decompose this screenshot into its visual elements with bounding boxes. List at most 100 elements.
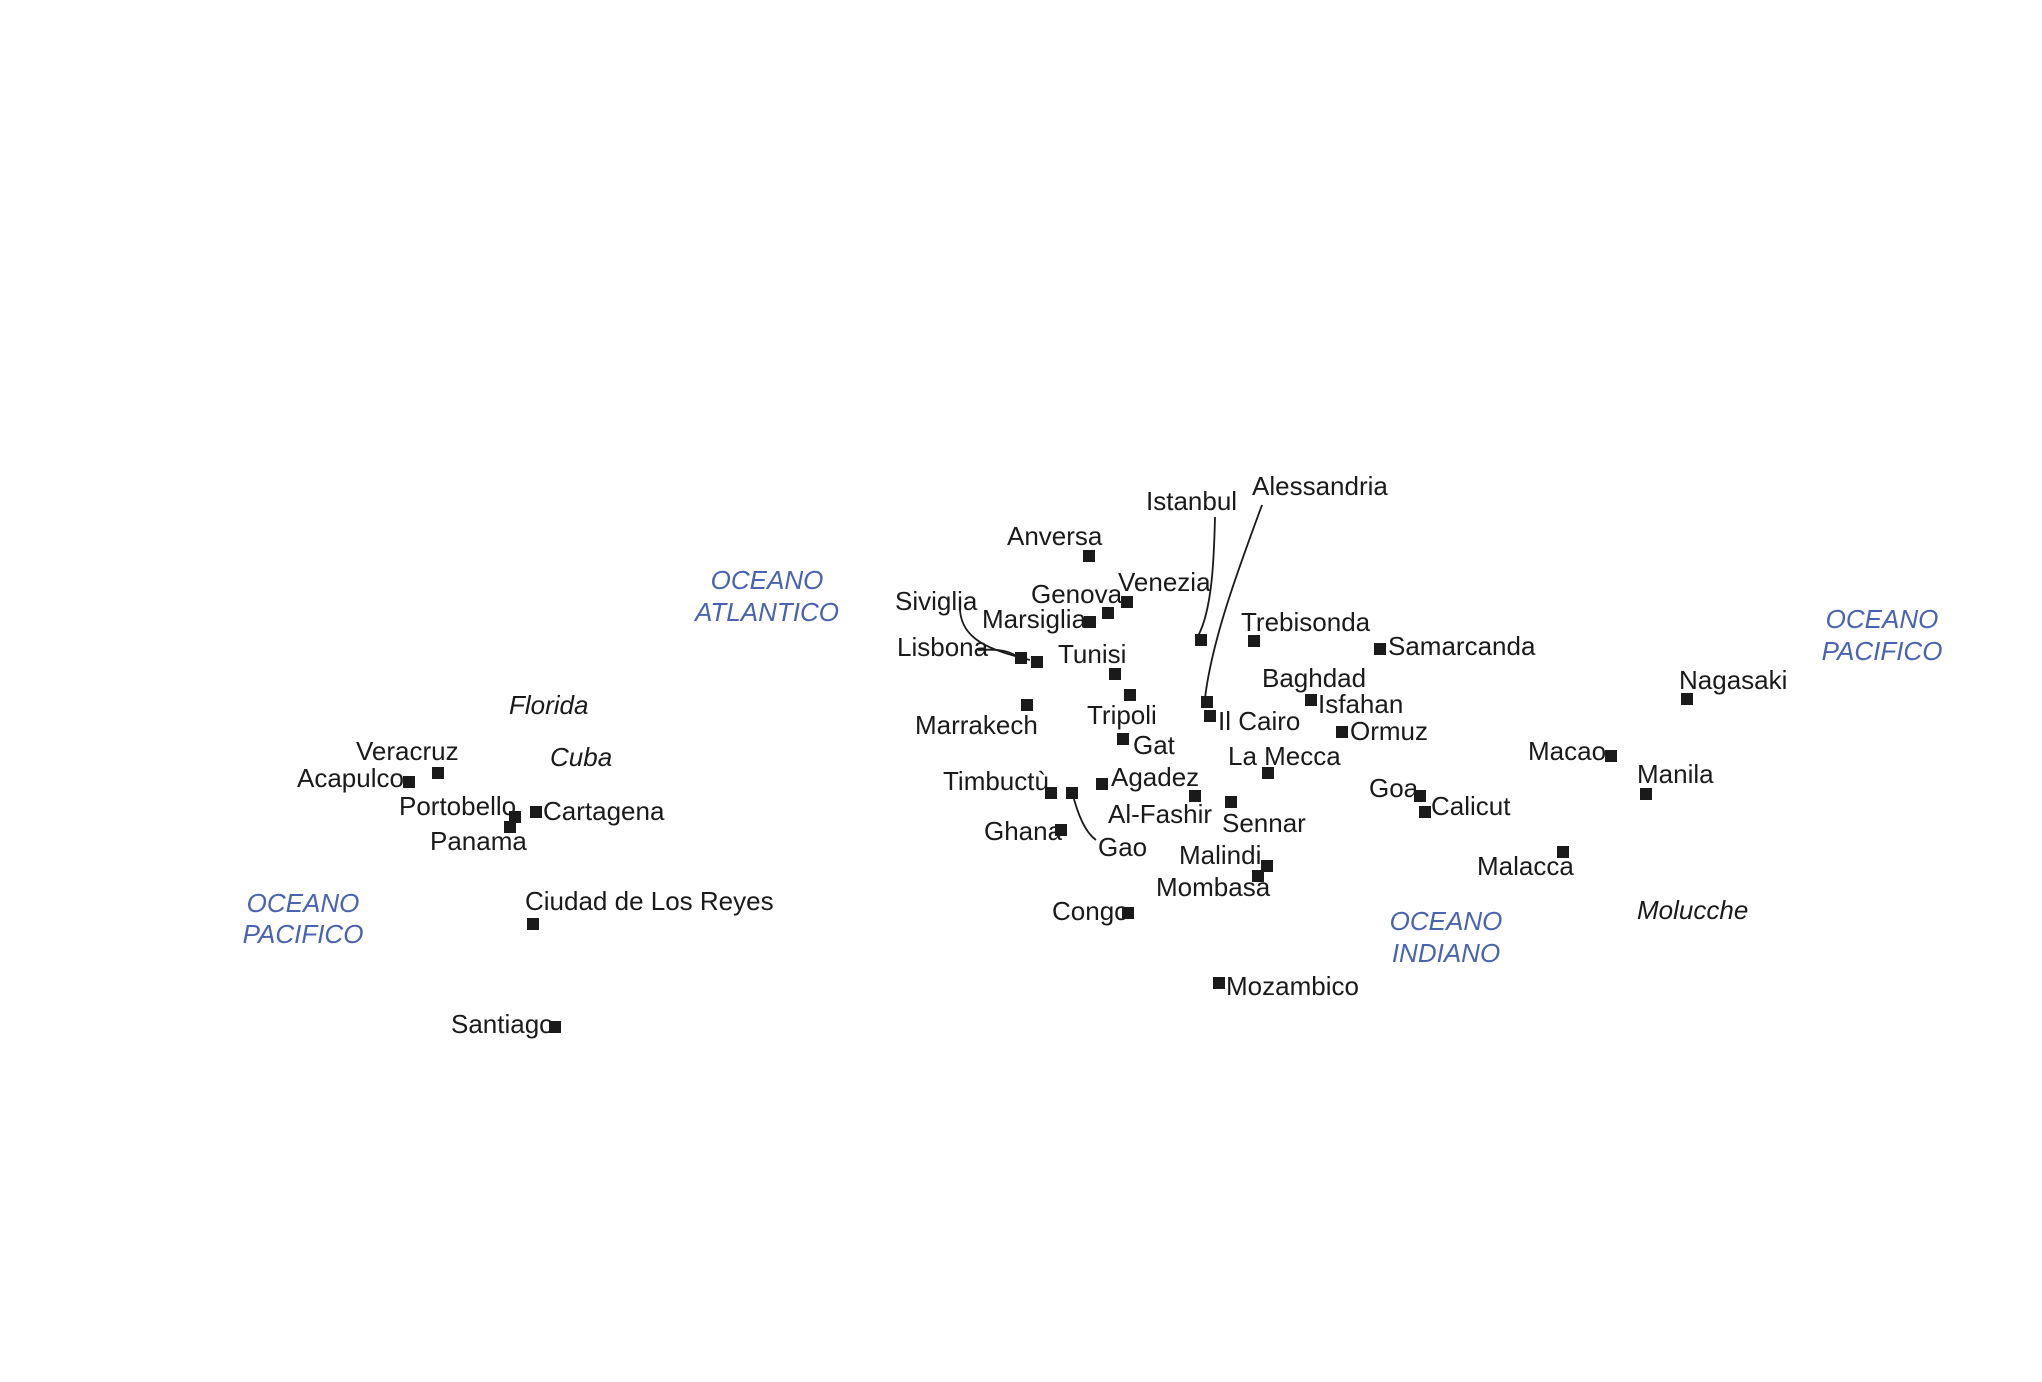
city-label-malindi: Malindi (1179, 840, 1261, 870)
ocean-label-pacifico-east: OCEANO PACIFICO (1822, 604, 1943, 666)
marker-ciudad-de-los-reyes (527, 918, 539, 930)
city-label-timbuctu: Timbuctù (943, 766, 1049, 796)
city-label-portobello: Portobello (399, 791, 516, 821)
leader-line-istanbul (1197, 516, 1216, 637)
city-label-nagasaki: Nagasaki (1679, 665, 1787, 695)
marker-al-fashir (1189, 790, 1201, 802)
marker-santiago (549, 1021, 561, 1033)
marker-marrakech (1021, 699, 1033, 711)
marker-samarcanda (1374, 643, 1386, 655)
marker-tunisi (1109, 668, 1121, 680)
marker-mozambico (1213, 977, 1225, 989)
ocean-label-indiano: OCEANO INDIANO (1390, 906, 1503, 968)
city-label-istanbul: Istanbul (1146, 486, 1237, 516)
marker-siviglia (1031, 656, 1043, 668)
marker-timbuctu (1045, 787, 1057, 799)
marker-ormuz (1336, 726, 1348, 738)
city-label-la-mecca: La Mecca (1228, 741, 1341, 771)
city-label-macao: Macao (1528, 736, 1606, 766)
city-label-santiago: Santiago (451, 1009, 554, 1039)
region-label-florida: Florida (509, 690, 588, 720)
marker-goa (1414, 790, 1426, 802)
ocean-label-indiano-line1: OCEANO (1390, 906, 1503, 936)
marker-cartagena (530, 806, 542, 818)
city-label-baghdad: Baghdad (1262, 663, 1366, 693)
marker-venezia (1121, 596, 1133, 608)
city-label-acapulco: Acapulco (297, 763, 404, 793)
marker-alessandria (1201, 696, 1213, 708)
city-label-panama: Panama (430, 826, 527, 856)
ocean-labels: OCEANO ATLANTICO OCEANO PACIFICO OCEANO … (243, 565, 1943, 968)
city-label-mozambico: Mozambico (1226, 971, 1359, 1001)
leader-line-lisbona (977, 648, 1017, 657)
marker-la-mecca (1262, 767, 1274, 779)
region-label-molucche: Molucche (1637, 895, 1748, 925)
city-label-ghana: Ghana (984, 816, 1063, 846)
marker-lisbona (1015, 652, 1027, 664)
ocean-label-pacifico-west-line1: OCEANO (247, 888, 360, 918)
city-label-marrakech: Marrakech (915, 710, 1038, 740)
marker-ghana (1055, 824, 1067, 836)
city-label-genova: Genova (1031, 579, 1123, 609)
city-label-cartagena: Cartagena (543, 796, 665, 826)
city-label-tripoli: Tripoli (1087, 700, 1157, 730)
marker-marsiglia (1084, 616, 1096, 628)
city-label-ciudad-de-los-reyes: Ciudad de Los Reyes (525, 886, 774, 916)
ocean-label-pacifico-west-line2: PACIFICO (243, 919, 364, 949)
ocean-label-pacifico-east-line1: OCEANO (1826, 604, 1939, 634)
ocean-label-indiano-line2: INDIANO (1392, 938, 1500, 968)
city-label-tunisi: Tunisi (1058, 639, 1126, 669)
marker-agadez (1096, 778, 1108, 790)
marker-nagasaki (1681, 693, 1693, 705)
marker-anversa (1083, 550, 1095, 562)
city-label-al-fashir: Al-Fashir (1108, 799, 1212, 829)
city-label-samarcanda: Samarcanda (1388, 631, 1536, 661)
city-label-congo: Congo (1052, 896, 1129, 926)
city-label-agadez: Agadez (1111, 762, 1199, 792)
city-label-malacca: Malacca (1477, 851, 1574, 881)
marker-panama (504, 821, 516, 833)
marker-tripoli (1124, 689, 1136, 701)
city-label-il-cairo: Il Cairo (1218, 706, 1300, 736)
city-label-trebisonda: Trebisonda (1241, 607, 1371, 637)
city-label-gat: Gat (1133, 730, 1176, 760)
ocean-label-pacifico-west: OCEANO PACIFICO (243, 888, 364, 949)
marker-istanbul (1195, 634, 1207, 646)
region-label-cuba: Cuba (550, 742, 612, 772)
ocean-label-atlantico: OCEANO ATLANTICO (693, 565, 839, 627)
marker-mombasa (1252, 870, 1264, 882)
city-label-manila: Manila (1637, 759, 1714, 789)
city-label-marsiglia: Marsiglia (982, 604, 1087, 634)
city-label-goa: Goa (1369, 773, 1419, 803)
marker-gat (1117, 733, 1129, 745)
marker-sennar (1225, 796, 1237, 808)
leader-line-gao (1071, 791, 1097, 841)
city-label-sennar: Sennar (1222, 808, 1306, 838)
city-label-calicut: Calicut (1431, 791, 1511, 821)
city-label-alessandria: Alessandria (1252, 471, 1388, 501)
marker-genova (1102, 607, 1114, 619)
marker-malacca (1557, 846, 1569, 858)
city-label-lisbona: Lisbona (897, 632, 989, 662)
city-label-isfahan: Isfahan (1318, 689, 1403, 719)
city-label-veracruz: Veracruz (356, 736, 459, 766)
marker-veracruz (432, 767, 444, 779)
marker-baghdad (1305, 694, 1317, 706)
city-label-ormuz: Ormuz (1350, 716, 1428, 746)
marker-malindi (1261, 860, 1273, 872)
marker-macao (1605, 750, 1617, 762)
marker-acapulco (403, 776, 415, 788)
city-label-venezia: Venezia (1118, 567, 1211, 597)
marker-trebisonda (1248, 635, 1260, 647)
marker-calicut (1419, 806, 1431, 818)
city-label-siviglia: Siviglia (895, 586, 978, 616)
marker-il-cairo (1204, 710, 1216, 722)
region-labels: Florida Cuba Molucche (509, 690, 1748, 925)
city-label-gao: Gao (1098, 832, 1147, 862)
city-labels: Veracruz Acapulco Portobello Cartagena P… (297, 471, 1787, 1039)
ocean-label-pacifico-east-line2: PACIFICO (1822, 636, 1943, 666)
ocean-label-atlantico-line2: ATLANTICO (693, 597, 839, 627)
marker-portobello (509, 811, 521, 823)
